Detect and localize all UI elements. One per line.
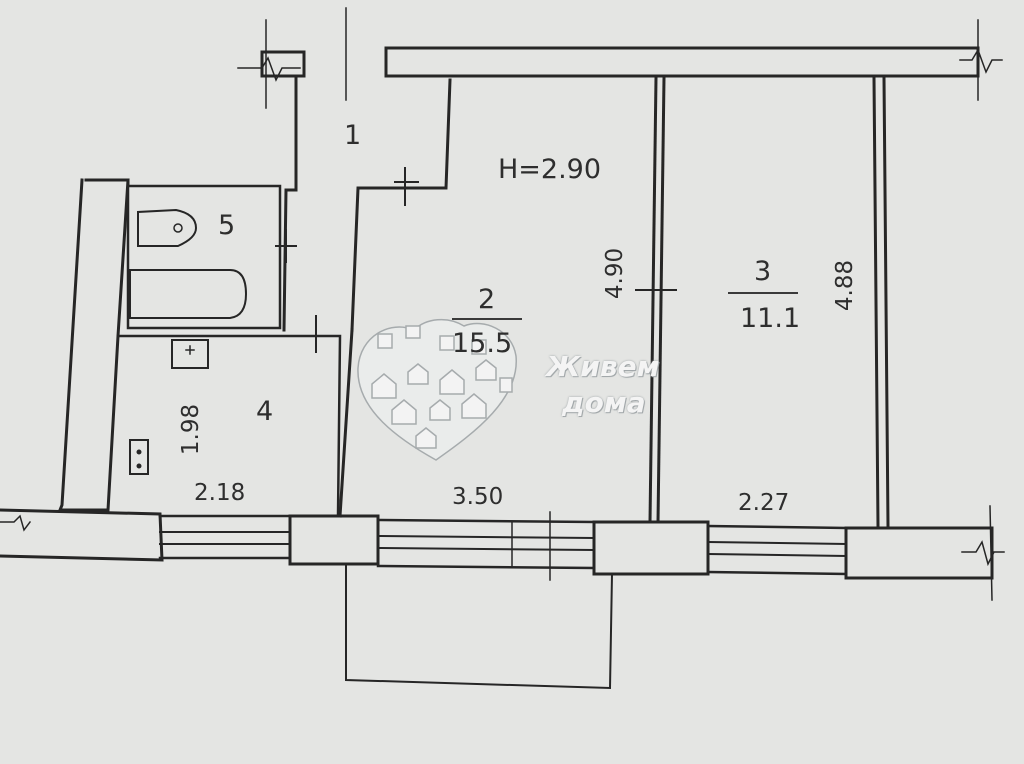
top-wall — [384, 46, 980, 78]
kitchen-depth-dimension: 1.98 — [178, 403, 205, 456]
room-1-number: 1 — [344, 120, 362, 151]
hall-wall-left — [282, 76, 298, 332]
break-mark-bottom-right — [961, 540, 1005, 567]
room-2-area: 15.5 — [452, 328, 513, 359]
break-mark-bottom-left — [0, 514, 32, 532]
living-left-wall — [338, 328, 354, 518]
bathtub-icon — [129, 269, 248, 319]
bedroom-width-dimension: 2.27 — [738, 490, 790, 516]
toilet-drain-icon — [173, 223, 183, 233]
stove-icon — [129, 439, 149, 475]
partition-wall-a-inner — [656, 76, 666, 524]
watermark-text-line2: дома — [562, 386, 646, 419]
living-depth-dimension: 4.90 — [602, 247, 629, 300]
pier-2 — [592, 520, 710, 576]
room-3-number: 3 — [754, 256, 772, 287]
partition-wall-b-inner — [882, 76, 890, 528]
room-3-fraction-line — [728, 292, 798, 294]
room-2-fraction-line — [452, 318, 522, 320]
balcony-outline — [345, 565, 614, 690]
watermark-text-line1: Живем — [546, 350, 660, 383]
bottom-left-wall — [0, 508, 164, 562]
left-thick-wall — [57, 178, 130, 512]
kitchen-width-dimension: 2.18 — [194, 480, 246, 506]
living-width-dimension: 3.50 — [452, 484, 504, 510]
kitchen-outline — [116, 334, 342, 518]
ceiling-height-label: H=2.90 — [498, 154, 602, 185]
window-2 — [376, 518, 596, 524]
top-wall-left-stub — [260, 50, 306, 78]
pier-3 — [844, 526, 994, 580]
watermark-logo-icon — [357, 318, 517, 461]
bathroom-outline — [126, 184, 282, 330]
partition-wall-a — [648, 76, 658, 524]
break-mark-top-left — [237, 56, 301, 82]
toilet-icon — [137, 208, 198, 247]
bedroom-depth-dimension: 4.88 — [832, 259, 859, 312]
sink-icon — [171, 339, 209, 369]
partition-wall-b — [872, 76, 880, 528]
room-4-number: 4 — [256, 396, 274, 427]
bottom-right-grid-line — [989, 505, 993, 601]
room-3-area: 11.1 — [740, 303, 801, 334]
room-5-number: 5 — [218, 210, 236, 241]
pier-1 — [288, 514, 380, 566]
window-3 — [706, 524, 848, 530]
room-2-number: 2 — [478, 284, 496, 315]
break-mark-top-right — [959, 48, 1003, 74]
hall-wall-right — [350, 78, 452, 332]
